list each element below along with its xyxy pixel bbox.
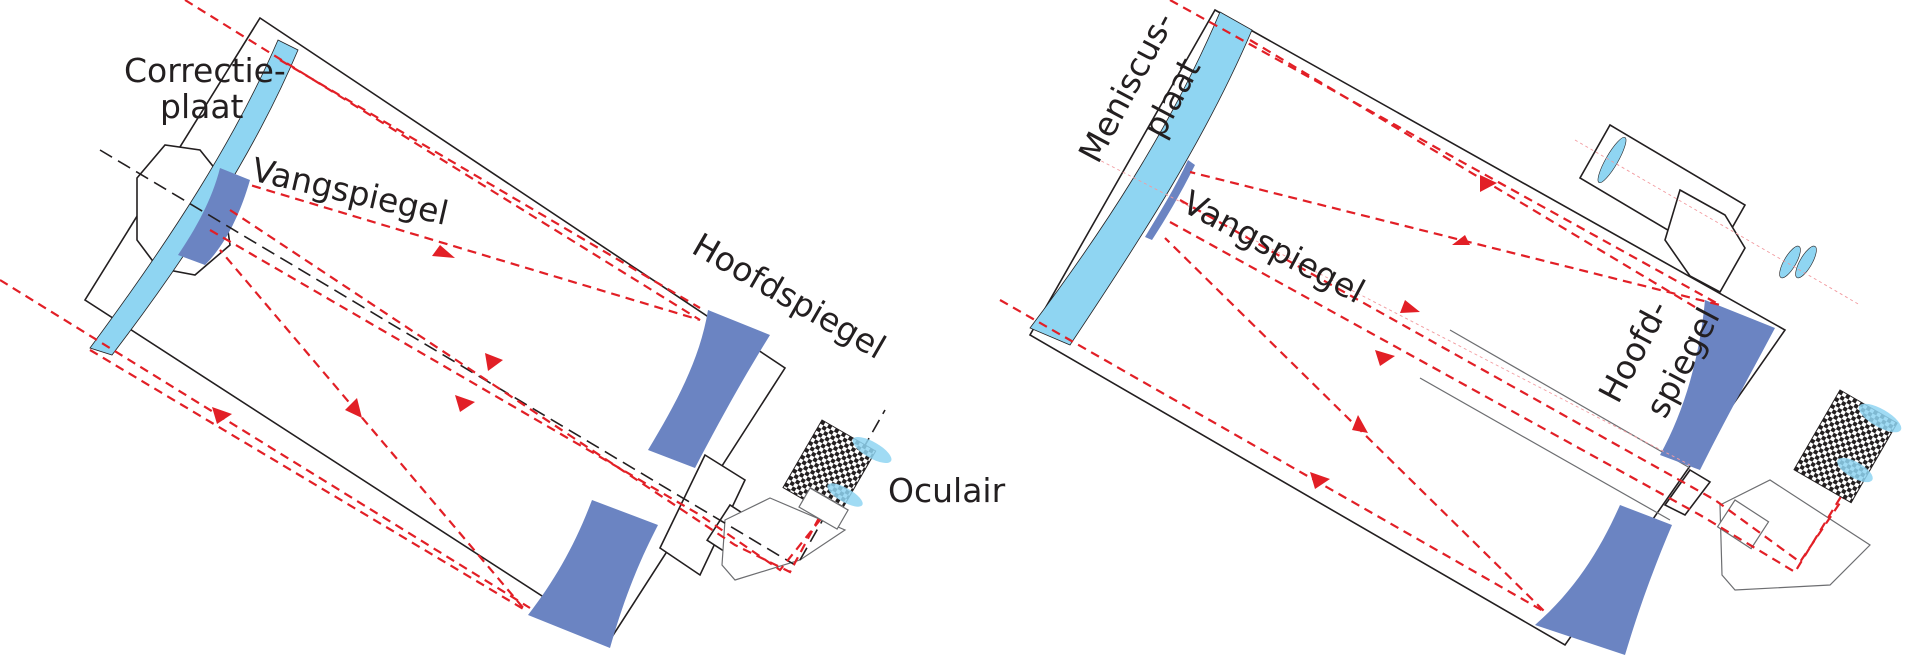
ray-arrow: [345, 398, 362, 418]
ray-arrow: [455, 395, 475, 412]
left-light-rays: [0, 0, 861, 611]
left-baffle-housing: [658, 453, 747, 577]
left-eyepiece: [782, 419, 892, 530]
ray-arrow: [1352, 415, 1368, 433]
schmidt-cassegrain-telescope: Correctie- plaat Vangspiegel Hoofdspiege…: [0, 0, 1006, 648]
ray-arrow: [1480, 175, 1497, 192]
right-secondary-mirror: [1145, 160, 1195, 240]
right-diagonal-housing: [1719, 479, 1871, 591]
right-optical-axis: [1079, 149, 1691, 466]
ray-arrow: [1375, 350, 1395, 366]
left-optical-axis: [99, 149, 796, 566]
ray-arrow: [212, 407, 232, 424]
right-finder-scope: [1574, 123, 1861, 306]
right-baffle-bottom: [1419, 377, 1671, 521]
right-eyepiece: [1793, 389, 1902, 504]
left-primary-mirror-top: [648, 310, 770, 468]
left-secondary-mirror: [178, 168, 250, 265]
right-baffle-top: [1449, 329, 1691, 469]
ray-arrow: [1310, 472, 1330, 489]
ray-arrow: [432, 245, 455, 258]
right-primary-mirror-bottom: [1535, 505, 1672, 655]
right-primary-mirror-top: [1660, 300, 1775, 470]
ray-arrow: [485, 353, 503, 371]
ray-arrow: [1452, 235, 1470, 245]
right-ray-arrows: [1310, 175, 1497, 489]
left-ray-arrows: [212, 245, 503, 424]
ray-arrow: [1400, 300, 1420, 313]
left-corrector-plate: [89, 39, 299, 356]
maksutov-cassegrain-telescope: Meniscus- plaat Vangspiegel Hoofd- spieg…: [999, 0, 1902, 655]
left-primary-mirror-bottom: [528, 500, 658, 648]
corrector-label-line1: Correctie-: [124, 51, 286, 90]
eyepiece-label: Oculair: [888, 471, 1006, 510]
right-light-rays: [999, 0, 1851, 613]
right-rear-housing: [1663, 468, 1712, 517]
corrector-label-line2: plaat: [160, 87, 244, 126]
meniscus-plate: [1029, 11, 1253, 346]
